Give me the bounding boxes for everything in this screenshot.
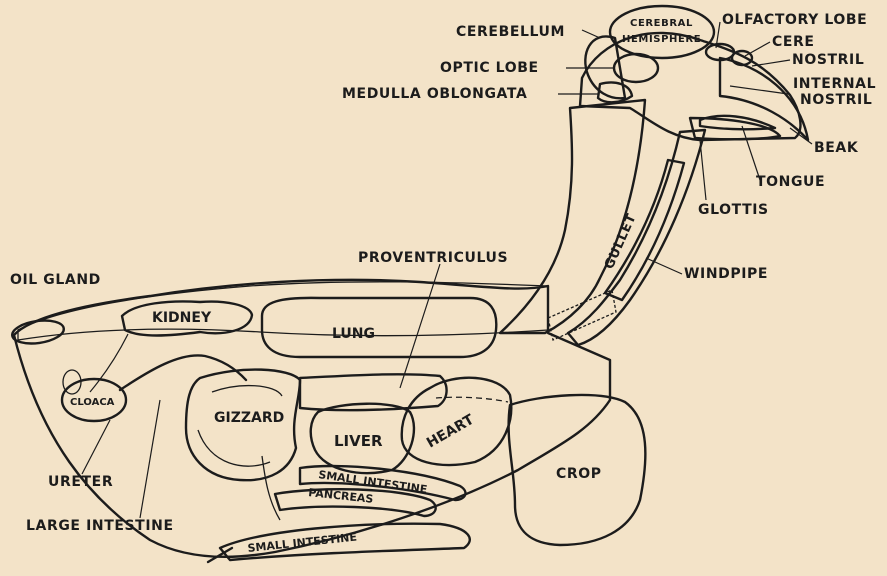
label-crop: CROP (556, 466, 602, 482)
label-windpipe: WINDPIPE (684, 266, 768, 282)
heart-divider (436, 397, 508, 402)
label-oil-gland: OIL GLAND (10, 272, 101, 288)
duodenal-loop (262, 456, 280, 520)
label-gizzard: GIZZARD (214, 410, 284, 426)
label-small-intestine-lower: SMALL INTESTINE (247, 531, 358, 555)
leader-tongue (742, 126, 760, 180)
label-large-intestine: LARGE INTESTINE (26, 518, 174, 534)
label-hemisphere: HEMISPHERE (622, 34, 701, 45)
label-proventriculus: PROVENTRICULUS (358, 250, 508, 266)
label-medulla-oblongata: MEDULLA OBLONGATA (342, 86, 527, 102)
label-glottis: GLOTTIS (698, 202, 769, 218)
leader-nostril (752, 60, 790, 66)
leader-large-intestine (140, 400, 160, 518)
leader-cerebellum (582, 30, 600, 38)
label-lung: LUNG (332, 326, 375, 342)
label-cerebellum: CEREBELLUM (456, 24, 565, 40)
label-olfactory-lobe: OLFACTORY LOBE (722, 12, 867, 28)
label-heart: HEART (424, 411, 477, 451)
label-cerebral: CEREBRAL (630, 18, 693, 29)
leader-glottis (700, 140, 706, 200)
label-beak: BEAK (814, 140, 859, 156)
label-cloaca: CLOACA (70, 397, 115, 408)
lung (262, 298, 496, 357)
label-nostril: NOSTRIL (792, 52, 864, 68)
label-internal: INTERNAL (793, 76, 876, 92)
label-cere: CERE (772, 34, 815, 50)
body-outline (14, 280, 610, 557)
ureter (90, 334, 128, 392)
leader-cere (745, 42, 770, 56)
label-internal-nostril: NOSTRIL (800, 92, 872, 108)
label-kidney: KIDNEY (152, 310, 212, 326)
label-tongue: TONGUE (756, 174, 825, 190)
label-liver: LIVER (334, 432, 383, 450)
label-optic-lobe: OPTIC LOBE (440, 60, 539, 76)
label-ureter: URETER (48, 474, 113, 490)
label-gullet: GULLET (602, 211, 640, 271)
leader-ureter (82, 420, 110, 474)
back-band (18, 282, 548, 340)
